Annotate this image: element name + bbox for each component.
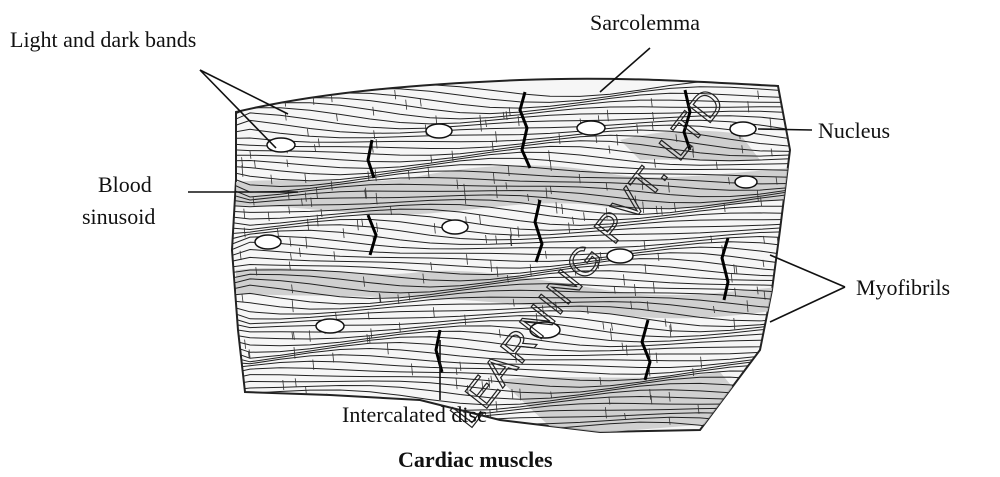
leader-line-nucleus	[758, 129, 812, 130]
label-blood: Blood	[98, 172, 152, 197]
cross-band	[267, 400, 268, 412]
label-light-dark-bands: Light and dark bands	[10, 27, 196, 52]
nucleus	[730, 122, 756, 136]
cross-band	[779, 248, 780, 260]
myofibril-line	[230, 422, 790, 437]
cross-band	[780, 300, 781, 311]
cross-band	[768, 396, 769, 407]
label-nucleus: Nucleus	[818, 118, 890, 143]
nucleus	[735, 176, 757, 188]
cross-band	[784, 95, 785, 102]
nucleus	[442, 220, 468, 234]
nucleus	[316, 319, 344, 333]
cross-band	[242, 413, 243, 423]
nucleus	[267, 138, 295, 152]
nucleus	[426, 124, 452, 138]
cross-band	[768, 385, 769, 393]
cross-band	[283, 396, 284, 404]
cross-band	[767, 354, 768, 366]
nucleus	[577, 121, 605, 135]
nucleus	[255, 235, 281, 249]
leader-line-myofibrils	[770, 287, 845, 322]
cross-band	[723, 403, 724, 412]
label-sarcolemma: Sarcolemma	[590, 10, 700, 35]
caption: Cardiac muscles	[398, 447, 553, 472]
leader-line-bands	[200, 70, 288, 114]
leader-line-myofibrils	[770, 255, 845, 287]
cross-band	[780, 307, 781, 315]
cross-band	[782, 370, 783, 381]
label-sinusoid: sinusoid	[82, 204, 155, 229]
label-intercalated-disc: Intercalated disc	[342, 402, 487, 427]
label-myofibrils: Myofibrils	[856, 275, 950, 300]
